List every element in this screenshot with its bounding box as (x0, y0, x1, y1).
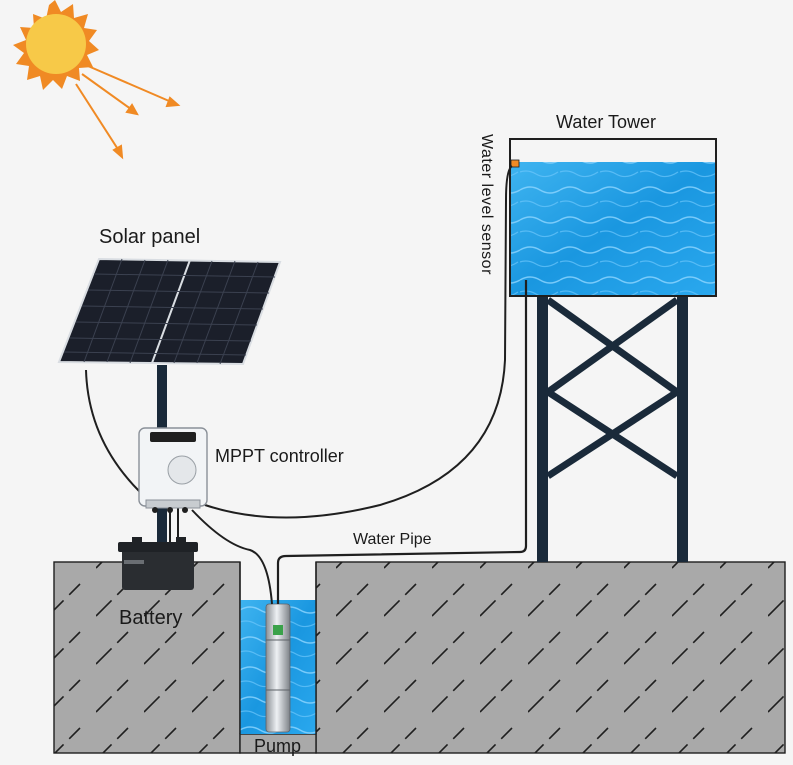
solar-panel-label: Solar panel (99, 226, 201, 248)
mppt-controller (138, 427, 208, 513)
tower-frame (537, 296, 688, 562)
sun-icon (13, 0, 99, 90)
water-tower-label: Water Tower (556, 112, 657, 132)
water-pipe (276, 280, 528, 604)
sun-rays (75, 65, 181, 160)
pump-cable (191, 509, 273, 605)
battery (118, 537, 198, 590)
battery-label: Battery (119, 607, 183, 629)
pump-label: Pump (254, 736, 302, 756)
water-pipe-label: Water Pipe (353, 531, 432, 548)
solar-panel (57, 257, 282, 366)
water-tank (509, 138, 717, 297)
water-level-sensor-label: Water level sensor (478, 134, 495, 275)
solar-cable (85, 369, 141, 493)
water-level-sensor (510, 159, 520, 168)
submersible-pump (265, 603, 291, 733)
ground (53, 561, 786, 754)
sensor-cable (204, 165, 513, 519)
mppt-controller-label: MPPT controller (215, 446, 344, 466)
